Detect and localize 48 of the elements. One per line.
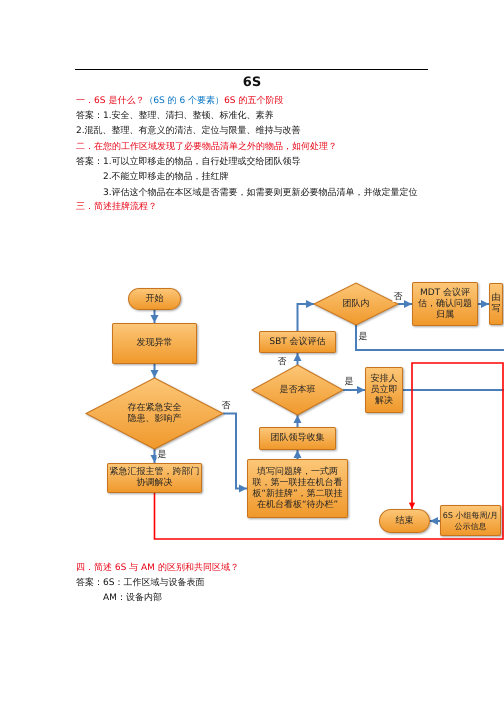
arrow [343, 386, 365, 394]
arrow [294, 415, 302, 427]
process-box: 发现异常 [112, 323, 197, 364]
answer-text: 3.评估这个物品在本区域是否需要，如需要则更新必要物品清单，并做定量定位 [103, 187, 418, 199]
question-heading: 二．在您的工作区域发现了必要物品清单之外的物品，如何处理？ [76, 141, 337, 153]
answer-text: 2.不能立即移走的物品，挂红牌 [103, 171, 229, 183]
process-box: SBT 会议评估 [259, 331, 336, 353]
answer-text: 答案：6S：工作区域与设备表面 [76, 577, 204, 589]
connector-line [403, 389, 504, 391]
edge-label: 否 [276, 357, 288, 367]
question-heading: （6S 的 6 个要素） [144, 95, 224, 107]
arrow [150, 364, 158, 378]
page-title: 6S [242, 75, 262, 90]
edge-label: 是 [156, 450, 168, 460]
process-box: 紧急汇报主管，跨部门协调解决 [107, 463, 202, 493]
edge-label: 是 [344, 377, 354, 387]
edge-label: 是 [358, 332, 368, 342]
decision-diamond: 存在紧急安全隐患、影响产 [86, 378, 223, 449]
answer-text: 答案：1.安全、整理、清扫、整顿、标准化、素养 [76, 110, 274, 122]
arrow [154, 362, 504, 540]
arrow [430, 517, 440, 525]
process-box: 安排人员立即解决 [365, 367, 403, 413]
arrow [150, 449, 158, 463]
process-box: 团队领导收集 [259, 427, 336, 450]
process-box: 6S 小组每周/月公示信息 [440, 505, 501, 536]
terminal-box: 结束 [379, 509, 430, 533]
arrow [478, 300, 489, 308]
decision-diamond: 是否本班 [252, 365, 343, 415]
arrow [223, 412, 247, 492]
connector-line [355, 325, 504, 351]
answer-text: AM：设备内部 [103, 592, 162, 604]
question-heading: 三．简述挂牌流程？ [76, 201, 157, 213]
answer-text: 2.混乱、整理、有意义的清洁、定位与限量、维持与改善 [76, 125, 301, 137]
edge-label: 否 [220, 401, 232, 411]
arrow [296, 300, 314, 331]
process-box: 由写 [489, 283, 503, 325]
arrow [294, 450, 302, 459]
arrow [150, 310, 158, 323]
answer-text: 答案：1.可以立即移走的物品，自行处理或交给团队领导 [76, 156, 301, 168]
process-box: MDT 会议评估，确认问题归属 [412, 282, 478, 326]
edge-label: 否 [392, 292, 404, 302]
question-heading: 四．简述 6S 与 AM 的区别和共同区域？ [76, 562, 239, 574]
arrow [294, 353, 302, 365]
process-box: 填写问题牌，一式两联，第一联挂在机台看板“新挂牌”，第二联挂在机台看板“待办栏” [247, 459, 348, 518]
terminal-box: 开始 [128, 288, 181, 310]
question-heading: 一．6S 是什么？ [76, 95, 144, 107]
question-heading: 6S 的五个阶段 [224, 95, 284, 107]
arrow [398, 300, 412, 308]
